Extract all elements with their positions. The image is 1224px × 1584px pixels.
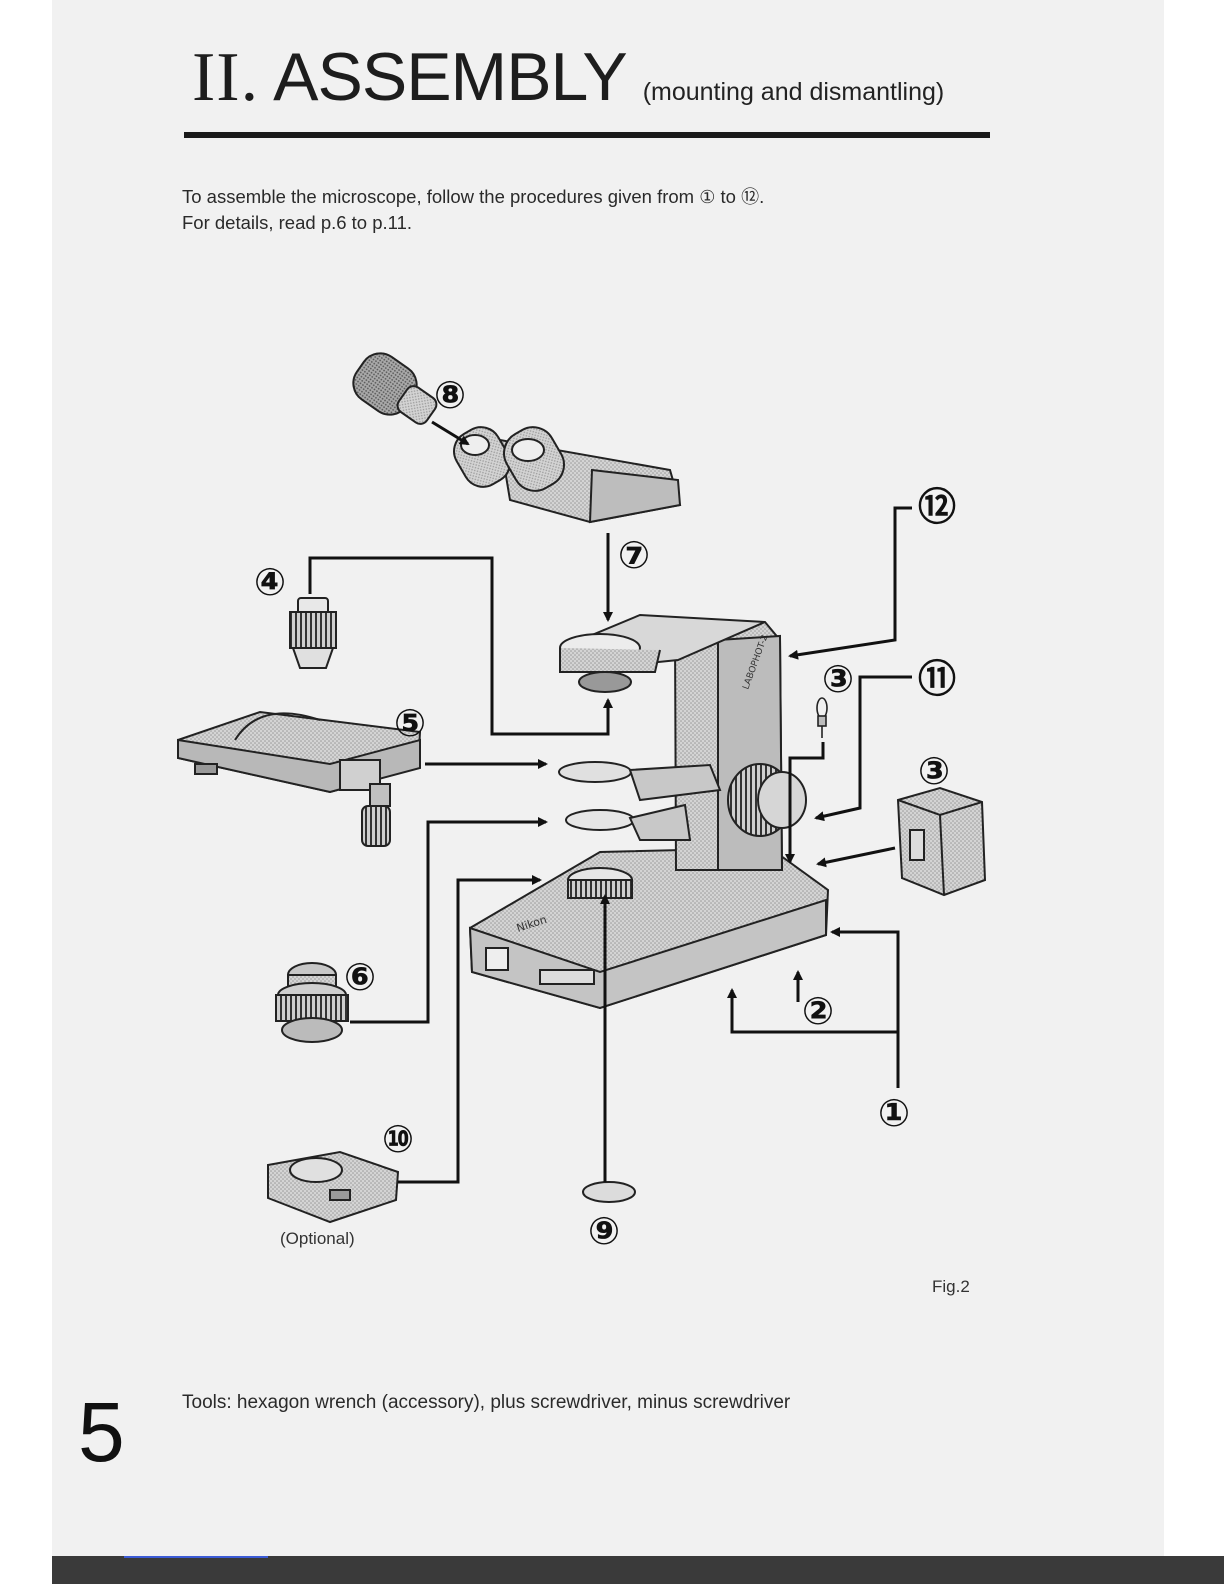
microscope-body [470, 615, 828, 1008]
lamp-bulb-part [817, 698, 827, 738]
callout-7: ⑦ [618, 536, 650, 574]
objective-part [290, 598, 336, 668]
arrow-8 [432, 422, 468, 444]
callout-4: ④ [254, 563, 286, 601]
optional-device-part [268, 1152, 398, 1222]
callout-2: ② [802, 992, 834, 1030]
tools-note: Tools: hexagon wrench (accessory), plus … [182, 1392, 790, 1414]
callout-5: ⑤ [394, 704, 426, 742]
callout-9: ⑨ [588, 1212, 620, 1250]
optional-caption: (Optional) [280, 1229, 355, 1249]
eyepiece-part [346, 345, 440, 427]
callout-1: ① [878, 1094, 910, 1132]
callout-11: ⑪ [918, 660, 956, 698]
callout-3-housing: ③ [918, 752, 950, 790]
callout-6: ⑥ [344, 958, 376, 996]
callout-10: ⑩ [382, 1120, 414, 1158]
callout-8: ⑧ [434, 376, 466, 414]
filter-part [583, 1182, 635, 1202]
condenser-part [276, 963, 348, 1042]
figure-caption: Fig.2 [932, 1277, 970, 1297]
arrow-1 [832, 932, 898, 1088]
callout-3-bulb: ③ [822, 660, 854, 698]
lamp-housing-part [898, 788, 985, 895]
arrow-12 [790, 508, 912, 656]
leader-lines [310, 422, 912, 1182]
page-number: 5 [78, 1390, 125, 1474]
stage-part [178, 712, 420, 846]
callout-12: ⑫ [918, 488, 956, 526]
binocular-head-part [447, 419, 680, 522]
arrow-3-housing [818, 848, 895, 864]
